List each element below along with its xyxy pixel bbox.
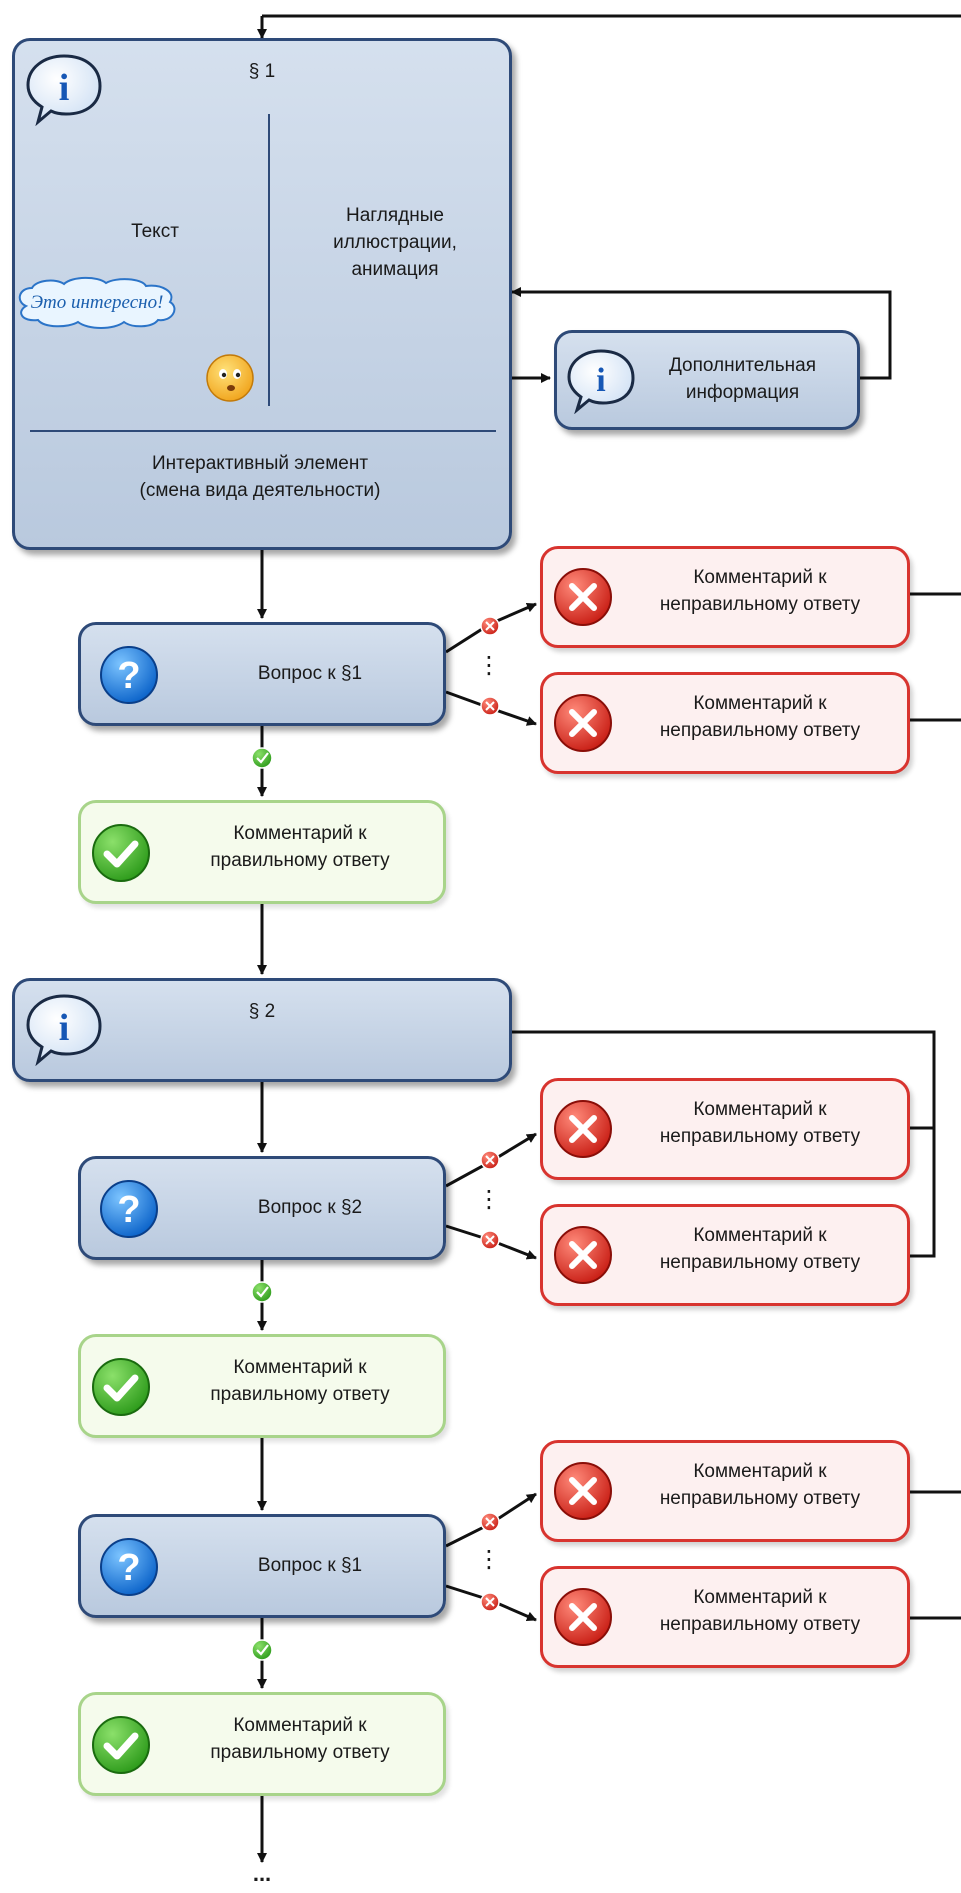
- section1-interactive-label: Интерактивный элемент (смена вида деятел…: [139, 453, 381, 501]
- svg-text:?: ?: [117, 1189, 140, 1231]
- cloud-icon: [18, 276, 176, 329]
- wrong-badge-icon: [480, 1512, 500, 1532]
- section1-vertical-divider: [268, 114, 270, 406]
- question2-label: Вопрос к §2: [257, 1197, 363, 1218]
- correct-badge-icon: [251, 1281, 273, 1303]
- interesting-callout[interactable]: Это интересно!: [12, 276, 182, 330]
- question1-label: Вопрос к §1: [257, 663, 363, 684]
- svg-text:i: i: [59, 1007, 70, 1049]
- svg-text:i: i: [59, 67, 70, 109]
- thinking-smiley-icon: [206, 354, 254, 402]
- connector-extra-back: [511, 287, 892, 380]
- more-options-dots: ⋮: [477, 1546, 501, 1573]
- section2-title: § 2: [248, 1001, 276, 1022]
- correct-comment-label: Комментарий к правильному ответу: [210, 1357, 390, 1405]
- info-bubble-icon: i: [26, 994, 102, 1066]
- correct-comment-label: Комментарий к правильному ответу: [210, 1715, 390, 1763]
- correct-comment-label: Комментарий к правильному ответу: [210, 823, 390, 871]
- error-icon: [554, 1100, 612, 1158]
- badges: [251, 616, 500, 1661]
- info-bubble-icon: i: [26, 54, 102, 126]
- section1-title: § 1: [248, 61, 276, 82]
- correct-badge-icon: [251, 747, 273, 769]
- more-options-dots: ⋮: [477, 1186, 501, 1213]
- wrong-comment-label: Комментарий к неправильному ответу: [659, 1587, 861, 1635]
- wrong-badge-icon: [480, 1592, 500, 1612]
- wrong-badge-icon: [480, 1150, 500, 1170]
- error-icon: [554, 1226, 612, 1284]
- svg-text:?: ?: [117, 1547, 140, 1589]
- wrong-badge-icon: [480, 696, 500, 716]
- more-options-dots: ⋮: [477, 652, 501, 679]
- wrong-comment-label: Комментарий к неправильному ответу: [659, 1461, 861, 1509]
- wrong-badge-icon: [480, 1230, 500, 1250]
- error-icon: [554, 1462, 612, 1520]
- wrong-comment-label: Комментарий к неправильному ответу: [659, 567, 861, 615]
- wrong-comment-label: Комментарий к неправильному ответу: [659, 1225, 861, 1273]
- question-icon: ?: [100, 1180, 158, 1238]
- wrong-comment-label: Комментарий к неправильному ответу: [659, 1099, 861, 1147]
- question-icon: ?: [100, 646, 158, 704]
- check-icon: [92, 824, 150, 882]
- info-bubble-icon: i: [567, 349, 635, 414]
- question-icon: ?: [100, 1538, 158, 1596]
- question3-label: Вопрос к §1: [257, 1555, 363, 1576]
- wrong-comment-label: Комментарий к неправильному ответу: [659, 693, 861, 741]
- extra-info-label: Дополнительная информация: [668, 355, 817, 403]
- section1-text-label: Текст: [131, 221, 179, 242]
- continuation-ellipsis: ...: [252, 1861, 272, 1886]
- svg-text:?: ?: [117, 655, 140, 697]
- section1-horizontal-divider: [30, 430, 496, 432]
- check-icon: [92, 1716, 150, 1774]
- error-icon: [554, 1588, 612, 1646]
- interesting-label: Это интересно!: [30, 292, 164, 313]
- error-icon: [554, 568, 612, 626]
- error-icon: [554, 694, 612, 752]
- connector-s2-bracket: [512, 1030, 936, 1258]
- correct-badge-icon: [251, 1639, 273, 1661]
- section1-illustrations-label: Наглядные иллюстрации, анимация: [333, 205, 457, 280]
- svg-text:i: i: [596, 362, 605, 399]
- check-icon: [92, 1358, 150, 1416]
- wrong-comment-box: [540, 546, 910, 648]
- wrong-badge-icon: [480, 616, 500, 636]
- question3-box[interactable]: [78, 1514, 446, 1618]
